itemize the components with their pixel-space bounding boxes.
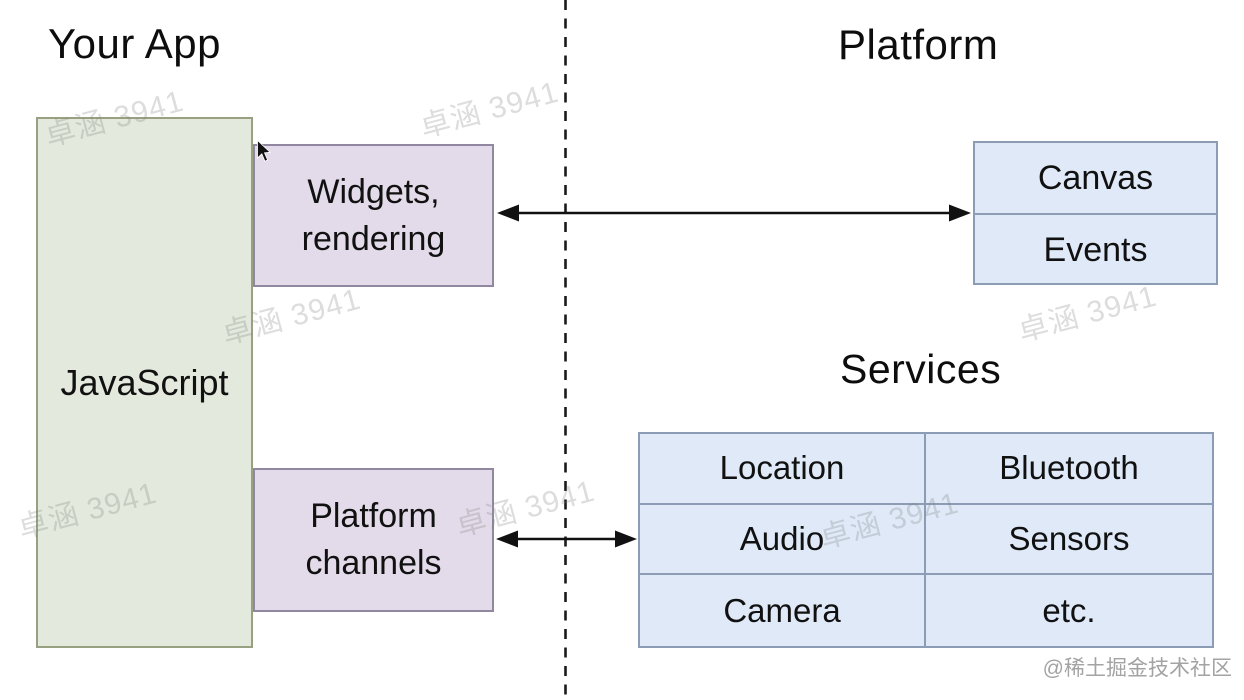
platform-title: Platform <box>838 21 999 68</box>
channels-label-line2: channels <box>305 544 442 582</box>
canvas-events-box: Canvas Events <box>973 141 1218 285</box>
javascript-label: JavaScript <box>60 361 229 403</box>
table-cell-sensors: Sensors <box>926 505 1212 576</box>
services-table: Location Bluetooth Audio Sensors Camera … <box>638 432 1214 648</box>
table-cell-location: Location <box>640 434 926 505</box>
widgets-canvas-arrow <box>497 204 971 222</box>
javascript-box: JavaScript <box>36 117 253 648</box>
services-title: Services <box>840 346 1002 392</box>
widgets-label-line1: Widgets, <box>307 172 440 211</box>
widgets-rendering-box: Widgets, rendering <box>253 144 494 287</box>
table-cell-bluetooth: Bluetooth <box>926 434 1212 505</box>
community-credit: @稀土掘金技术社区 <box>1042 657 1232 680</box>
table-cell-camera: Camera <box>640 575 926 646</box>
widgets-label-line2: rendering <box>301 219 446 258</box>
platform-channels-box: Platform channels <box>253 468 494 612</box>
your-app-title: Your App <box>48 20 221 67</box>
watermark-text: 卓涵 3941 <box>416 75 563 145</box>
channels-label-line1: Platform <box>310 497 437 535</box>
events-cell: Events <box>1043 230 1148 269</box>
canvas-cell: Canvas <box>975 143 1216 215</box>
table-cell-etc: etc. <box>1042 591 1096 629</box>
table-cell-audio: Audio <box>640 504 926 576</box>
channels-services-arrow <box>496 530 637 548</box>
